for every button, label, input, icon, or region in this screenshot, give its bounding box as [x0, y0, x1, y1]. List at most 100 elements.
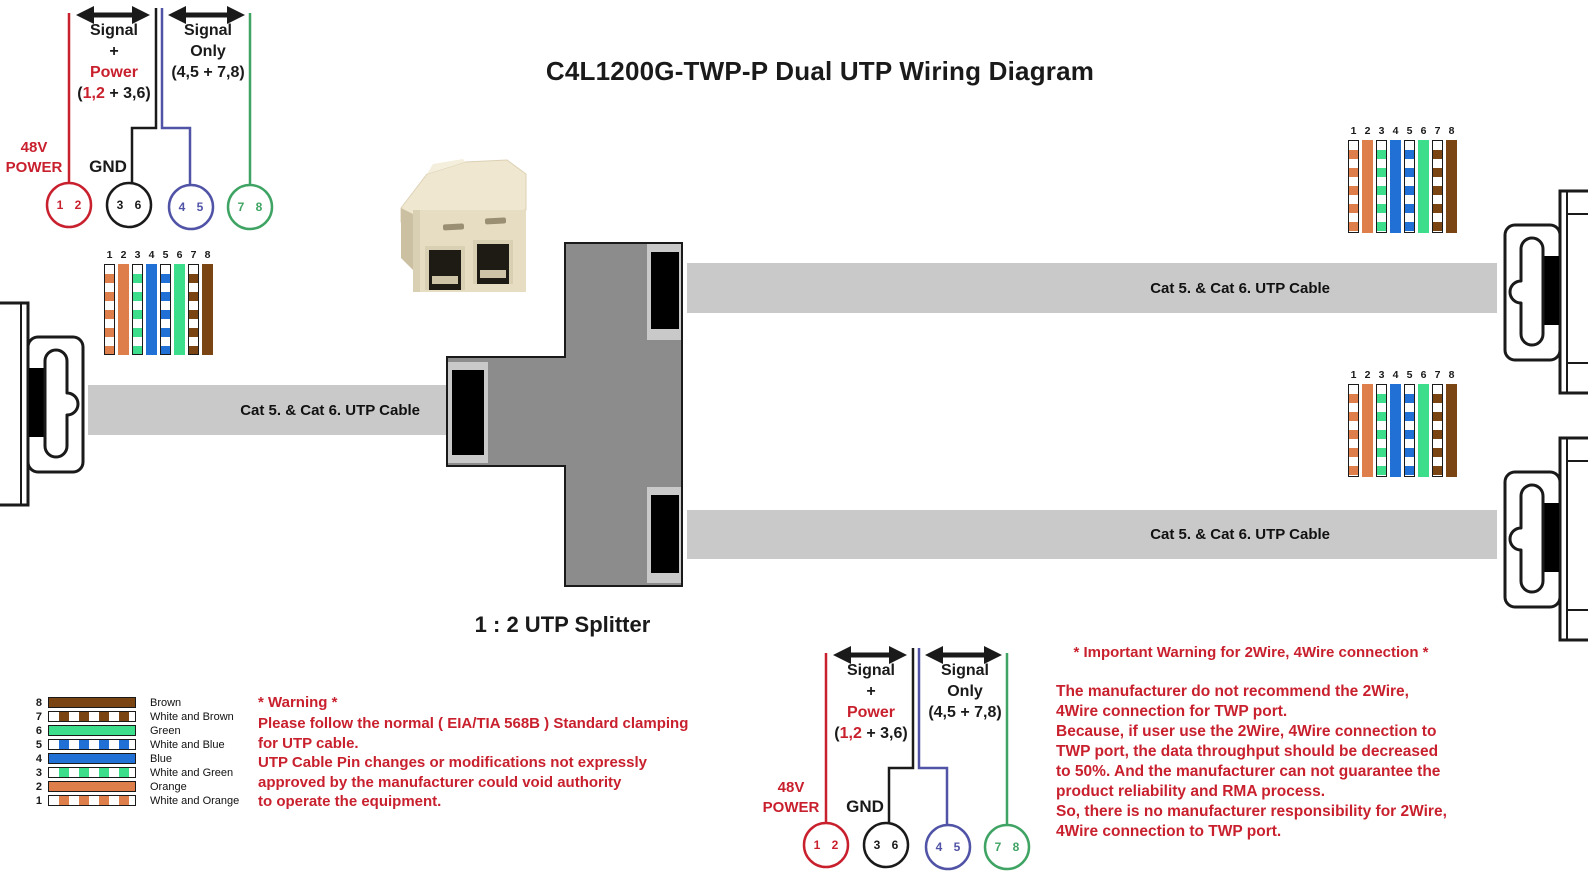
- signal-only-label: Signal Only (4,5 + 7,8): [928, 662, 1002, 721]
- wire-white-orange: [1348, 140, 1359, 233]
- signal-only-label: Signal Only (4,5 + 7,8): [171, 22, 245, 81]
- wire-strip-left: 1 2 3 4 5 6 7 8: [104, 249, 213, 355]
- 48v-power-label: 48V POWER: [5, 139, 63, 176]
- rj45-jack-drawing: [0, 301, 85, 507]
- gnd-label: GND: [846, 797, 884, 816]
- pin-number: 4: [1392, 125, 1399, 137]
- warning-right-body: The manufacturer do not recommend the 2W…: [1056, 683, 1447, 840]
- legend-bar-brown: [48, 697, 136, 708]
- rj45-jack-drawing: [1503, 436, 1588, 642]
- pin-number: 8: [204, 249, 211, 261]
- wire-blue: [1390, 140, 1401, 233]
- wire-green: [1418, 140, 1429, 233]
- pin-circle-45: 4 5: [178, 200, 208, 214]
- 48v-power-label: 48V POWER: [762, 779, 820, 816]
- pin-diagram-lines: [45, 6, 274, 231]
- wire-green: [174, 264, 185, 355]
- wire-white-blue: [1404, 140, 1415, 233]
- warning-left-title: * Warning *: [258, 694, 338, 711]
- pin-circle-12: 1 2: [813, 838, 843, 852]
- pin-number: 6: [176, 249, 183, 261]
- pin-circle-12: 1 2: [56, 198, 86, 212]
- wire-green: [1418, 384, 1429, 477]
- pin-circle-36: 3 6: [873, 838, 903, 852]
- pin-number: 7: [190, 249, 197, 261]
- utp-cable-left: Cat 5. & Cat 6. UTP Cable: [88, 385, 446, 435]
- pin-number: 4: [1392, 369, 1399, 381]
- pin-number: 2: [1364, 369, 1371, 381]
- wire-orange: [1362, 384, 1373, 477]
- pin-circle-78: 7 8: [237, 200, 267, 214]
- pin-number: 4: [148, 249, 155, 261]
- cable-label: Cat 5. & Cat 6. UTP Cable: [240, 401, 420, 419]
- splitter-port-bottom: [651, 495, 679, 573]
- wire-orange: [118, 264, 129, 355]
- gnd-label: GND: [89, 157, 127, 176]
- signal-power-label: Signal + Power (1,2 + 3,6): [834, 662, 908, 742]
- utp-cable-top-right: Cat 5. & Cat 6. UTP Cable: [687, 263, 1497, 313]
- splitter-arm-junction: [562, 360, 570, 463]
- pin-number: 2: [1364, 125, 1371, 137]
- legend-bar-white-brown: [48, 711, 136, 722]
- warning-left-body: Please follow the normal ( EIA/TIA 568B …: [258, 715, 689, 810]
- pin-diagram-lines: [802, 646, 1031, 871]
- pin-number: 3: [134, 249, 141, 261]
- legend-bar-white-green: [48, 767, 136, 778]
- pin-diagram-top: Signal + Power (1,2 + 3,6) Signal Only (…: [0, 0, 300, 250]
- pin-number: 7: [1434, 369, 1441, 381]
- pin-number: 6: [1420, 125, 1427, 137]
- pin-number: 5: [1406, 125, 1413, 137]
- wire-strip-right-bottom: 1 2 3 4 5 6 7 8: [1348, 369, 1457, 477]
- legend-bar-green: [48, 725, 136, 736]
- wire-brown: [1446, 140, 1457, 233]
- pin-circle-36: 3 6: [116, 198, 146, 212]
- pin-number: 8: [1448, 125, 1455, 137]
- rj45-jack-drawing: [1503, 189, 1588, 395]
- splitter-port-left: [452, 370, 484, 455]
- cable-label: Cat 5. & Cat 6. UTP Cable: [1150, 279, 1330, 297]
- wire-white-brown: [1432, 384, 1443, 477]
- legend-bar-orange: [48, 781, 136, 792]
- wire-white-orange: [1348, 384, 1359, 477]
- splitter-port-top: [651, 252, 679, 329]
- pin-number: 8: [1448, 369, 1455, 381]
- wire-white-green: [1376, 140, 1387, 233]
- pin-number: 6: [1420, 369, 1427, 381]
- endpoint-device-right-top: [1488, 181, 1588, 399]
- wire-white-green: [1376, 384, 1387, 477]
- rj45-splitter-photo: [400, 159, 527, 292]
- cable-label: Cat 5. & Cat 6. UTP Cable: [1150, 526, 1330, 543]
- wire-white-orange: [104, 264, 115, 355]
- utp-cable-bottom-right: Cat 5. & Cat 6. UTP Cable: [687, 510, 1497, 559]
- wire-white-brown: [1432, 140, 1443, 233]
- endpoint-device-right-bottom: [1488, 428, 1588, 646]
- wire-blue: [146, 264, 157, 355]
- pin-number: 1: [1350, 369, 1357, 381]
- pin-number: 5: [162, 249, 169, 261]
- splitter-caption: 1 : 2 UTP Splitter: [474, 612, 651, 637]
- pin-number: 1: [1350, 125, 1357, 137]
- pin-number: 1: [106, 249, 113, 261]
- wire-strip-right-top: 1 2 3 4 5 6 7 8: [1348, 125, 1457, 233]
- pin-number: 7: [1434, 125, 1441, 137]
- legend-bar-blue: [48, 753, 136, 764]
- pin-diagram-bottom: Signal + Power (1,2 + 3,6) Signal Only (…: [757, 640, 1057, 890]
- warning-right-title: * Important Warning for 2Wire, 4Wire con…: [1073, 644, 1429, 661]
- pin-circle-45: 4 5: [935, 840, 965, 854]
- wire-brown: [202, 264, 213, 355]
- legend-bar-white-orange: [48, 795, 136, 806]
- signal-power-label: Signal + Power (1,2 + 3,6): [77, 22, 151, 102]
- wire-white-blue: [160, 264, 171, 355]
- pin-number: 2: [120, 249, 127, 261]
- wire-white-blue: [1404, 384, 1415, 477]
- endpoint-device-left: [0, 293, 100, 511]
